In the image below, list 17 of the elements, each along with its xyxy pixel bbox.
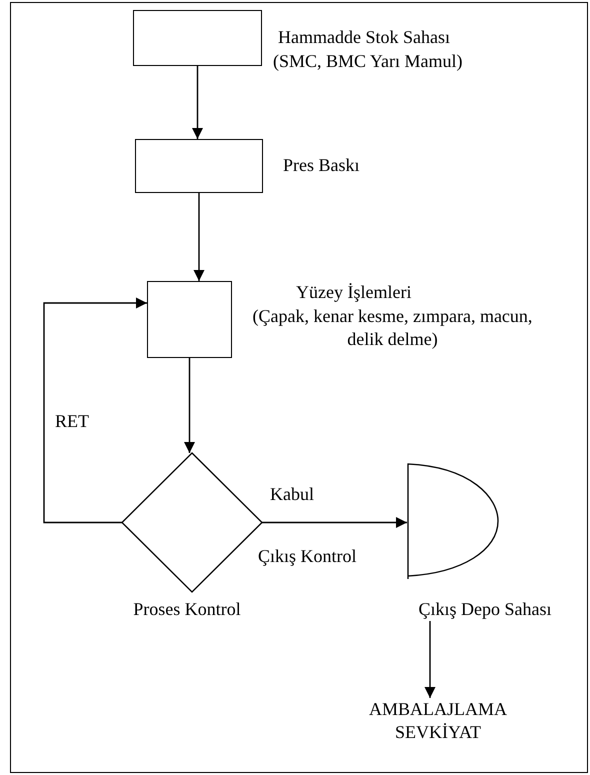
text-label: Çıkış Kontrol xyxy=(258,545,357,568)
node-label: Yüzey İşlemleri xyxy=(296,281,412,304)
arrow xyxy=(184,358,195,453)
node-label: Pres Baskı xyxy=(283,154,360,177)
arrow xyxy=(194,193,204,281)
node-label: (SMC, BMC Yarı Mamul) xyxy=(273,50,463,73)
arrow xyxy=(192,66,203,139)
arrow xyxy=(262,517,407,528)
edge-label: RET xyxy=(55,410,89,433)
node-label: Çıkış Depo Sahası xyxy=(418,598,552,621)
node-label: (Çapak, kenar kesme, zımpara, macun, delik delme) xyxy=(252,305,534,351)
node-label: Proses Kontrol xyxy=(132,598,242,621)
arrow xyxy=(43,298,147,524)
edge-label: Kabul xyxy=(270,483,314,506)
node-label: AMBALAJLAMA SEVKİYAT xyxy=(368,698,508,744)
node-label: Hammadde Stok Sahası xyxy=(278,26,450,49)
arrow xyxy=(424,621,436,698)
